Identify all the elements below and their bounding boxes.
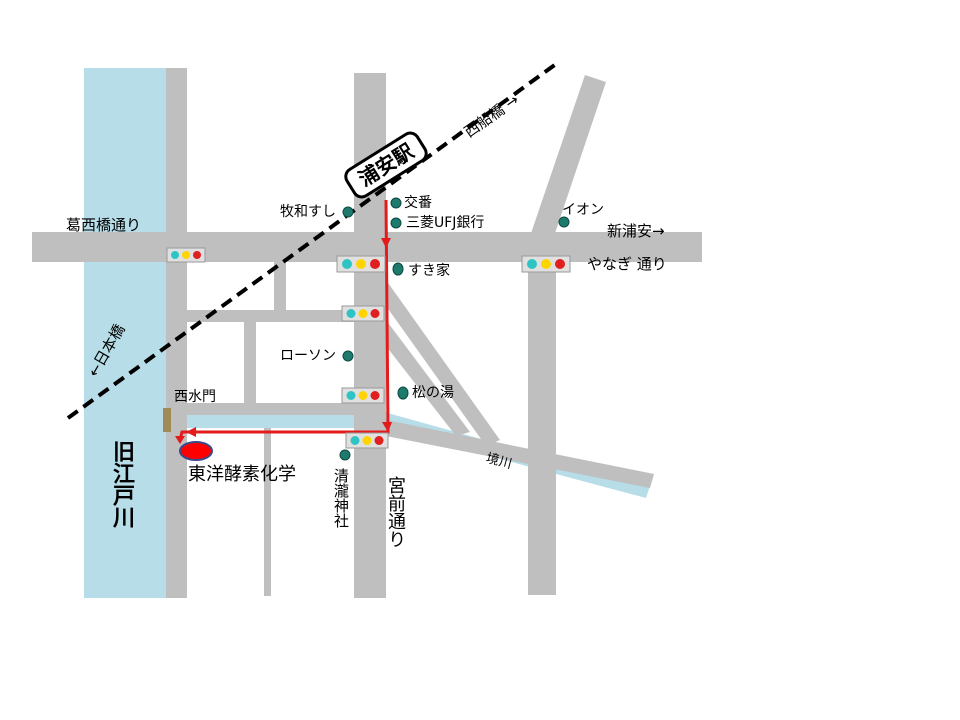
koban-label: 交番 [404,195,432,211]
aeon-label: イオン [562,202,604,218]
road-side-2 [274,262,286,312]
traffic-light-icon [521,255,571,273]
road-label-kasai: 葛西橋通り [66,216,142,234]
lawson-label: ローソン [280,348,336,364]
landmark-markers [339,197,570,461]
road-side-5 [264,428,271,596]
sluice-gate-icon [163,408,171,432]
road-side-4 [186,403,356,415]
road-diagonal-sakai [386,420,654,488]
traffic-light-icon [341,305,385,322]
traffic-lights [166,247,571,449]
sukiya-label: すき家 [408,263,450,279]
marker-sukiya-icon [392,262,404,276]
route-arrow-4 [175,436,185,444]
marker-bank-icon [390,217,402,229]
marker-matsunoyu-icon [397,386,409,400]
traffic-light-icon [166,247,206,263]
road-diagonal-inner-1 [386,280,500,446]
matsunoyu-label: 松の湯 [412,385,454,401]
traffic-light-icon [341,387,385,404]
destination-marker-icon [179,441,213,461]
route-arrow-2 [382,422,392,432]
road-diagonal-aeon [528,75,606,242]
traffic-light-icon [345,432,389,449]
bank-label: 三菱UFJ銀行 [406,215,485,231]
roads [32,68,702,598]
railway-tozai-line [66,62,558,420]
sluice-label: 西水門 [174,389,216,405]
river-label-kyuedogawa: 旧江戸川 [109,440,134,528]
kyuedogawa-river [84,68,169,598]
marker-aeon-icon [558,216,570,228]
road-label-miyamae: 宮前通り [385,476,406,548]
road-label-shinurayasu: 新浦安→ [607,222,665,240]
marker-koban-icon [390,197,402,209]
shrine-label: 清瀧神社 [332,468,350,528]
sakaigawa-river [186,412,650,498]
route-arrow-1 [381,238,391,248]
marker-shrine-icon [339,449,351,461]
road-side-3 [244,322,256,407]
route [175,199,392,444]
route-arrow-3 [186,427,196,437]
marker-lawson-icon [342,350,354,362]
destination-label: 東洋酵素化学 [188,464,296,485]
marker-makiwa-icon [342,206,354,218]
road-label-yanagi: やなぎ 通り [587,255,667,273]
makiwa-label: 牧和すし [280,204,336,220]
road-diagonal-inner-2 [386,320,470,436]
road-side-1 [186,310,356,322]
road-riverside [166,68,187,598]
traffic-light-icon [336,255,386,273]
road-east [528,262,556,595]
